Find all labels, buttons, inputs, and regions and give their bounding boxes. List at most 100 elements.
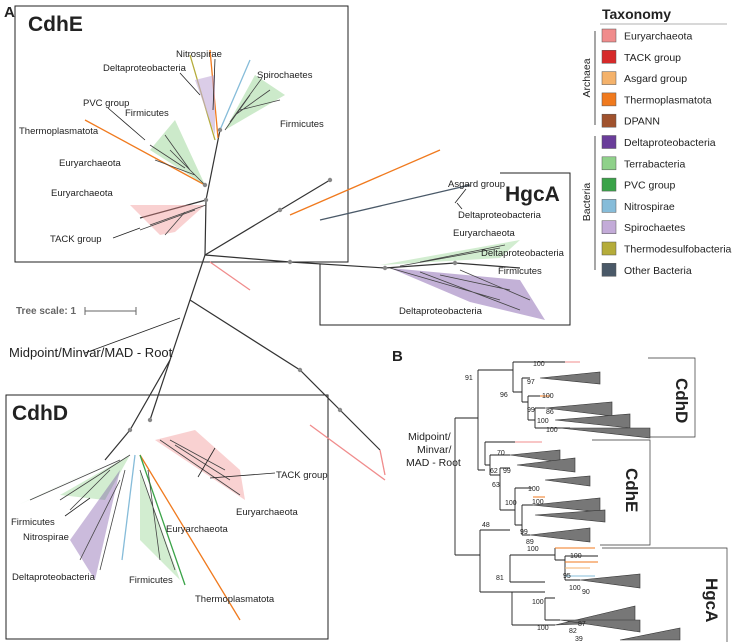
label-euryarchaeota-hgca: Euryarchaeota bbox=[453, 228, 516, 239]
label-nitrospirae-top: Nitrospirae bbox=[176, 49, 222, 60]
label-euryarchaeota-bottom1: Euryarchaeota bbox=[236, 507, 299, 518]
legend-label: Spirochaetes bbox=[624, 222, 685, 234]
label-nitrospirae-bottom: Nitrospirae bbox=[23, 532, 69, 543]
panel-b-collapsed-clades bbox=[509, 371, 681, 641]
legend-swatch bbox=[601, 50, 617, 64]
bootstrap-value: 99 bbox=[527, 407, 535, 414]
label-tack-top: TACK group bbox=[50, 234, 102, 245]
legend-swatch bbox=[601, 71, 617, 85]
root-label: Midpoint/Minvar/MAD - Root bbox=[9, 345, 173, 360]
label-euryarchaeota-bottom2: Euryarchaeota bbox=[166, 524, 229, 535]
bootstrap-value: 100 bbox=[570, 553, 582, 560]
panel-b-letter: B bbox=[392, 348, 403, 365]
tree-scale-label: Tree scale: 1 bbox=[16, 306, 76, 317]
label-pvc-group: PVC group bbox=[83, 98, 129, 109]
bootstrap-value: 86 bbox=[546, 409, 554, 416]
bootstrap-value: 89 bbox=[526, 539, 534, 546]
label-delta-top: Deltaproteobacteria bbox=[103, 63, 187, 74]
label-firmicutes-bottom2: Firmicutes bbox=[129, 575, 173, 586]
panel-b-cdhd-bracket bbox=[648, 357, 696, 438]
legend-label: Euryarchaeota bbox=[624, 31, 692, 43]
label-delta-bottom: Deltaproteobacteria bbox=[12, 572, 96, 583]
legend-title: Taxonomy bbox=[602, 6, 671, 22]
legend-label: Asgard group bbox=[624, 73, 687, 85]
label-delta-hgca2: Deltaproteobacteria bbox=[481, 248, 565, 259]
legend-label: Thermoplasmatota bbox=[624, 94, 712, 106]
label-euryarchaeota-top2: Euryarchaeota bbox=[51, 188, 114, 199]
pointer-lines bbox=[64, 58, 467, 517]
legend-swatch bbox=[601, 241, 617, 256]
panel-b-root-line2: Minvar/ bbox=[417, 444, 452, 456]
panel-a-letter: A bbox=[4, 4, 15, 21]
node-dots bbox=[127, 127, 458, 433]
label-thermoplasmatota-bottom: Thermoplasmatota bbox=[195, 594, 275, 605]
bootstrap-value: 90 bbox=[582, 589, 590, 596]
legend-swatch bbox=[601, 156, 617, 171]
label-firmicutes-top2: Firmicutes bbox=[280, 119, 324, 130]
label-tack-bottom: TACK group bbox=[276, 470, 328, 481]
cdhd-box-title: CdhD bbox=[12, 402, 68, 425]
bootstrap-value: 100 bbox=[537, 625, 549, 632]
cdhd-box bbox=[5, 394, 329, 640]
legend-bacteria-label: Bacteria bbox=[581, 183, 593, 222]
label-firmicutes-hgca: Firmicutes bbox=[498, 266, 542, 277]
bootstrap-value: 82 bbox=[569, 628, 577, 635]
legend-swatch bbox=[601, 28, 617, 43]
bootstrap-value: 100 bbox=[532, 599, 544, 606]
bootstrap-value: 70 bbox=[497, 450, 505, 457]
label-euryarchaeota-top1: Euryarchaeota bbox=[59, 158, 122, 169]
bootstrap-value: 100 bbox=[505, 500, 517, 507]
panel-b-tree bbox=[454, 361, 598, 626]
bootstrap-value: 95 bbox=[563, 573, 571, 580]
label-thermoplasmatota-top: Thermoplasmatota bbox=[19, 126, 99, 137]
legend-swatch bbox=[601, 199, 617, 213]
bootstrap-value: 100 bbox=[528, 486, 540, 493]
cdhe-box-title: CdhE bbox=[28, 13, 83, 36]
hgca-box-title: HgcA bbox=[505, 183, 560, 206]
bootstrap-value: 97 bbox=[527, 379, 535, 386]
bootstrap-value: 91 bbox=[465, 375, 473, 382]
tree-scale-bar bbox=[84, 307, 137, 315]
legend-swatch bbox=[601, 92, 617, 107]
bootstrap-value: 99 bbox=[503, 468, 511, 475]
label-firmicutes-bottom1: Firmicutes bbox=[11, 517, 55, 528]
panel-b-root-line1: Midpoint/ bbox=[408, 431, 451, 443]
panel-b-hgca-bracket bbox=[602, 547, 728, 642]
label-firmicutes-top1: Firmicutes bbox=[125, 108, 169, 119]
legend-swatch bbox=[601, 113, 617, 128]
legend-label: TACK group bbox=[624, 52, 681, 64]
legend-label: Terrabacteria bbox=[624, 158, 685, 170]
subtrees bbox=[29, 77, 531, 571]
colored-branches bbox=[84, 49, 471, 621]
legend-label: DPANN bbox=[624, 116, 660, 128]
bootstrap-value: 96 bbox=[500, 392, 508, 399]
panel-b-colored-tips bbox=[515, 361, 598, 577]
panel-b-cdhd-label: CdhD bbox=[672, 378, 691, 423]
clade-wedges bbox=[18, 75, 545, 580]
legend-archaea-label: Archaea bbox=[581, 58, 593, 97]
cdhe-box bbox=[14, 5, 349, 263]
bootstrap-value: 63 bbox=[492, 482, 500, 489]
legend-label: PVC group bbox=[624, 180, 676, 192]
legend-swatch bbox=[601, 177, 617, 192]
bootstrap-value: 87 bbox=[578, 621, 586, 628]
panel-b-cdhe-label: CdhE bbox=[622, 468, 641, 512]
hgca-box bbox=[319, 172, 571, 326]
label-spirochaetes: Spirochaetes bbox=[257, 70, 313, 81]
bootstrap-value: 100 bbox=[527, 546, 539, 553]
label-asgard: Asgard group bbox=[448, 179, 505, 190]
legend-label: Thermodesulfobacteria bbox=[624, 244, 732, 256]
label-delta-hgca1: Deltaproteobacteria bbox=[458, 210, 542, 221]
bootstrap-value: 48 bbox=[482, 522, 490, 529]
bootstrap-value: 100 bbox=[537, 418, 549, 425]
bootstrap-value: 100 bbox=[546, 427, 558, 434]
legend-swatch bbox=[601, 135, 617, 149]
legend-label: Deltaproteobacteria bbox=[624, 137, 716, 149]
bootstrap-value: 100 bbox=[532, 499, 544, 506]
bootstrap-value: 100 bbox=[533, 361, 545, 368]
bootstrap-value: 100 bbox=[569, 585, 581, 592]
legend-label: Other Bacteria bbox=[624, 265, 692, 277]
panel-b-hgca-label: HgcA bbox=[702, 578, 721, 622]
